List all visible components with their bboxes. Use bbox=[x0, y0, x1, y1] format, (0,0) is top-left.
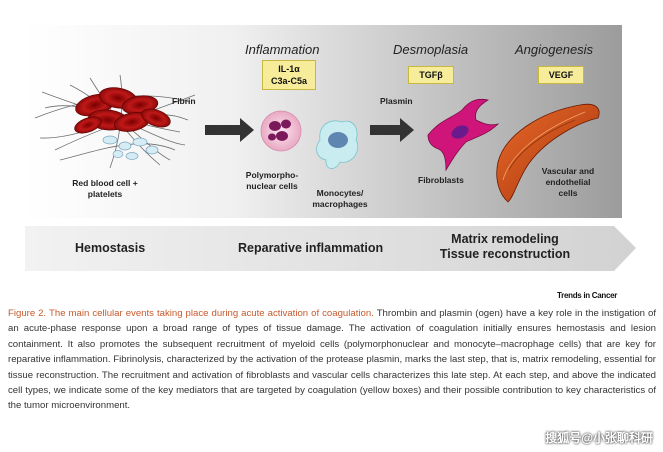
caption-title: Figure 2. The main cellular events takin… bbox=[8, 308, 374, 319]
fibrin-label: Fibrin bbox=[172, 96, 196, 106]
monocyte-label-line2: macrophages bbox=[312, 199, 368, 209]
arrow-to-inflammation bbox=[205, 118, 254, 142]
stage-title-inflammation: Inflammation bbox=[245, 42, 320, 57]
plasmin-label: Plasmin bbox=[380, 96, 413, 106]
stage-title-desmoplasia: Desmoplasia bbox=[393, 42, 469, 57]
mediator-box-inflammation: IL-1α C3a-C5a bbox=[262, 60, 316, 90]
phase-hemostasis: Hemostasis bbox=[75, 241, 146, 255]
fibroblasts-label: Fibroblasts bbox=[418, 175, 464, 185]
watermark: 搜狐号@小张聊科研 bbox=[545, 431, 653, 445]
phase-arrow-band bbox=[25, 226, 636, 271]
vascular-label-line2: endothelial bbox=[545, 177, 591, 187]
arrow-to-desmoplasia bbox=[370, 118, 414, 142]
platelets bbox=[102, 135, 159, 160]
red-blood-cells bbox=[74, 87, 171, 134]
pmn-label-line1: Polymorpho- bbox=[245, 170, 299, 180]
phase-matrix-remodeling: Matrix remodeling bbox=[451, 232, 559, 246]
figure-panel: Inflammation Desmoplasia Angiogenesis IL… bbox=[25, 25, 636, 271]
vascular-label-line3: cells bbox=[558, 188, 578, 198]
phase-reparative-inflammation: Reparative inflammation bbox=[238, 241, 384, 255]
phase-late: Matrix remodeling Tissue reconstruction bbox=[430, 232, 580, 262]
vascular-label-line1: Vascular and bbox=[541, 166, 595, 176]
monocyte-label: Monocytes/ macrophages bbox=[305, 188, 375, 210]
mediator-il1a: IL-1α bbox=[278, 64, 300, 74]
figure-caption: Figure 2. The main cellular events takin… bbox=[8, 306, 656, 414]
rbc-label: Red blood cell + platelets bbox=[55, 178, 155, 200]
phase-tissue-reconstruction: Tissue reconstruction bbox=[439, 247, 571, 261]
fibroblast-cell bbox=[427, 98, 500, 172]
pmn-label-line2: nuclear cells bbox=[246, 181, 298, 191]
figure-illustration bbox=[25, 25, 636, 271]
caption-body: Thrombin and plasmin (ogen) have a key r… bbox=[8, 308, 657, 412]
vascular-label: Vascular and endothelial cells bbox=[528, 166, 608, 199]
journal-brand: Trends in Cancer bbox=[557, 291, 618, 300]
rbc-label-line1: Red blood cell + bbox=[72, 178, 138, 188]
mediator-box-desmoplasia: TGFβ bbox=[408, 66, 454, 84]
stage-title-angiogenesis: Angiogenesis bbox=[515, 42, 594, 57]
mediator-box-angiogenesis: VEGF bbox=[538, 66, 584, 84]
monocyte-macrophage bbox=[316, 120, 359, 169]
monocyte-label-line1: Monocytes/ bbox=[316, 188, 364, 198]
blood-vessel bbox=[496, 103, 600, 203]
pmn-label: Polymorpho- nuclear cells bbox=[232, 170, 312, 192]
polymorphonuclear-cell bbox=[260, 110, 302, 152]
rbc-label-line2: platelets bbox=[87, 189, 123, 199]
mediator-c3a-c5a: C3a-C5a bbox=[270, 76, 308, 86]
